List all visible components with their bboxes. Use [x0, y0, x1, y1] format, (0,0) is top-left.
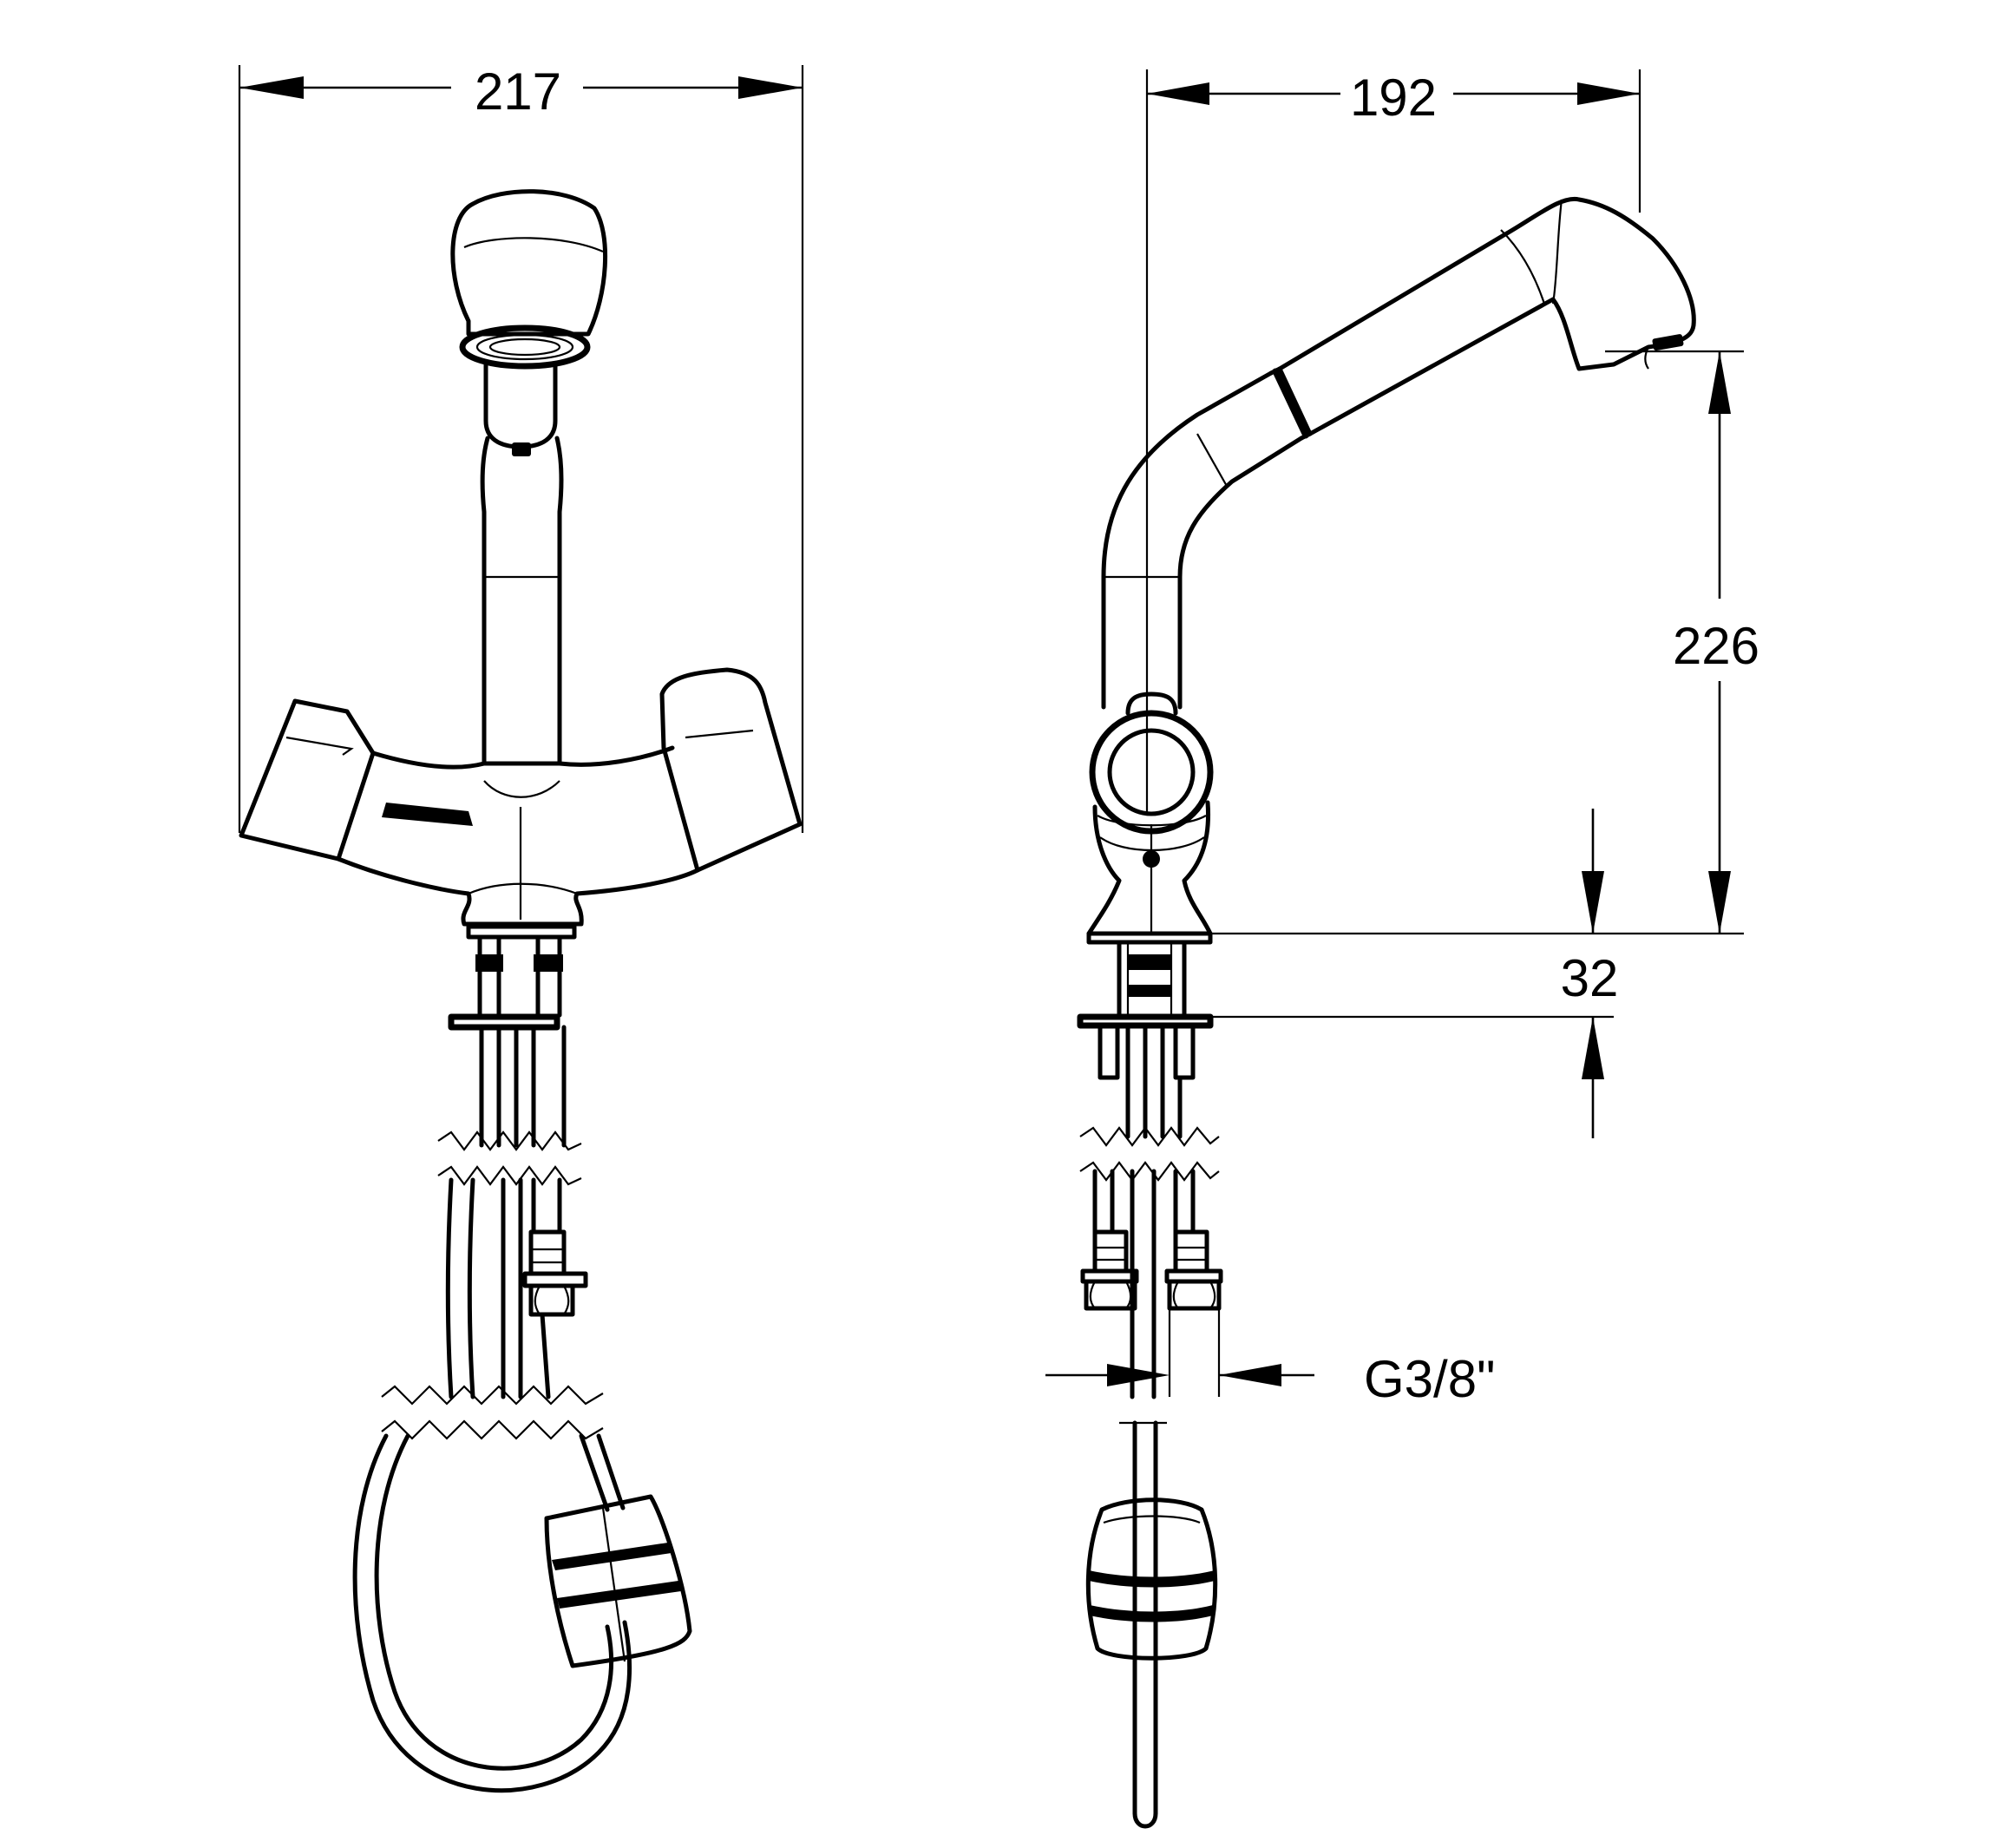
side-spout [1101, 196, 1696, 710]
front-hose-section [445, 1177, 588, 1399]
side-view: 192 226 32 [1045, 69, 1759, 1829]
front-break-marks-lower [381, 1385, 604, 1440]
front-width-label: 217 [475, 62, 561, 121]
side-shower-head [1085, 1497, 1218, 1661]
side-thread-dimension: G3/8" [1045, 1350, 1495, 1408]
front-body [239, 667, 803, 927]
side-thread-label: G3/8" [1364, 1350, 1495, 1408]
front-hose-loop [352, 1433, 632, 1793]
side-supply-pipes [1077, 931, 1214, 1139]
side-width-dimension: 192 [1147, 69, 1640, 127]
front-width-dimension: 217 [239, 62, 803, 121]
side-hose [1119, 1420, 1167, 1829]
front-view: 217 [238, 62, 804, 1793]
side-break-marks [1079, 1126, 1220, 1182]
side-body [1086, 691, 1214, 936]
side-height-dimension: 226 [1202, 350, 1759, 935]
front-spout-head [450, 189, 608, 370]
side-connection-nuts [1080, 1169, 1223, 1399]
side-thickness-label: 32 [1561, 949, 1619, 1007]
side-height-label: 226 [1673, 617, 1759, 675]
front-shower-head [544, 1494, 692, 1668]
side-width-label: 192 [1350, 69, 1437, 127]
side-thickness-dimension: 32 [1202, 809, 1618, 1138]
front-break-marks-upper [437, 1130, 582, 1186]
front-supply-pipes [448, 924, 577, 1148]
front-spout-neck [480, 362, 564, 766]
